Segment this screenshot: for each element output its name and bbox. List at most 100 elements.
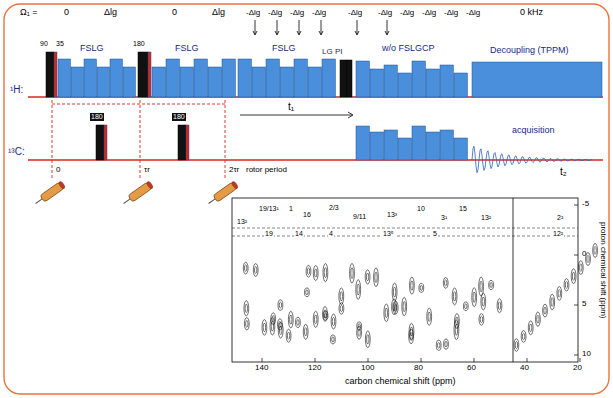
tick-label: 0: [582, 250, 586, 259]
peak-contour: [480, 316, 482, 322]
lg-pi-pulse: [347, 60, 352, 97]
peak-contour: [543, 304, 548, 317]
peak-label: 12²: [552, 230, 564, 238]
pulse-90: [46, 52, 54, 97]
peak-contour: [498, 302, 500, 310]
peak-contour: [324, 310, 326, 318]
peak-label: 19/13¹: [258, 205, 280, 213]
peak-contour: [263, 323, 265, 332]
peak-contour: [392, 283, 397, 301]
y-tick: [574, 305, 578, 306]
timing-label: rotor period: [246, 166, 287, 175]
frequency-label: 0 kHz: [520, 8, 543, 18]
peak-label: 2/3: [328, 204, 340, 212]
fslgcp-block: [398, 73, 411, 97]
peak-contour: [331, 314, 336, 329]
peak-contour: [323, 307, 328, 322]
peak-contour: [287, 332, 289, 339]
peak-label: 13²: [236, 218, 248, 226]
peak-contour: [536, 312, 541, 326]
peak-contour: [340, 292, 342, 301]
tick-label: 140: [255, 364, 268, 373]
peak-contour: [453, 292, 455, 301]
frequency-label: -Δlg: [444, 9, 458, 18]
block-label: FSLG: [272, 44, 296, 54]
fslg-block: [71, 67, 83, 97]
frequency-label: -Δlg: [246, 9, 260, 18]
peak-contour: [278, 319, 283, 330]
x-tick: [580, 358, 581, 362]
tick-label: -5: [582, 200, 589, 209]
peak-contour: [366, 273, 368, 281]
peak-label: 4: [328, 230, 334, 238]
offset-arrow: [277, 20, 278, 34]
axis-title: proton chemical shift (ppm): [598, 222, 607, 318]
peak-contour: [473, 292, 475, 302]
panel-divider: [513, 198, 514, 362]
pulse-angle: 90: [40, 40, 48, 48]
peak-contour: [515, 342, 517, 349]
pulse-angle: 180: [172, 113, 186, 121]
peak-contour: [479, 277, 484, 296]
peak-contour: [350, 263, 355, 283]
rotor-axis: [124, 199, 131, 204]
tick-label: 20: [573, 364, 582, 373]
fslg-block: [294, 59, 307, 97]
y-tick: [574, 255, 578, 256]
peak-label: 5: [432, 230, 438, 238]
peak-contour: [436, 340, 441, 350]
channel-label: ¹³C:: [8, 146, 25, 157]
frequency-label: -Δlg: [422, 9, 436, 18]
peak-contour: [279, 302, 281, 308]
fslg-block: [238, 59, 251, 97]
peak-label: 2²: [556, 214, 564, 222]
t1-arrow: [240, 115, 352, 116]
peak-contour: [315, 269, 317, 277]
axis-title: carbon chemical shift (ppm): [345, 377, 456, 387]
peak-label: 1: [288, 205, 294, 213]
peak-contour: [452, 288, 457, 305]
x-tick: [262, 358, 263, 362]
rotor-axis: [36, 199, 43, 204]
arrow-head: [297, 31, 301, 35]
peak-contour: [296, 317, 301, 327]
peak-contour: [410, 277, 415, 294]
fid-signal: [472, 146, 592, 173]
rotor-icon: [121, 181, 153, 207]
frequency-label: -Δlg: [312, 9, 326, 18]
peak-contour: [365, 331, 370, 348]
tick-label: 80: [414, 364, 423, 373]
peak-label: 13²: [480, 214, 492, 222]
arrow-head: [275, 31, 279, 35]
timing-label: 0: [56, 166, 60, 175]
fslgcp-block: [370, 69, 383, 97]
peak-contour: [303, 324, 308, 339]
peak-contour: [278, 300, 283, 311]
peak-contour: [290, 315, 292, 324]
peak-contour: [530, 324, 532, 332]
c-pulse-180: [178, 125, 186, 160]
peak-contour: [419, 283, 424, 292]
peak-contour: [246, 320, 248, 327]
peak-contour: [315, 315, 317, 324]
peak-contour: [489, 280, 494, 289]
peak-contour: [402, 297, 407, 315]
peak-contour: [454, 320, 459, 340]
fslg-block: [84, 59, 96, 97]
peak-contour: [444, 339, 449, 349]
c-cp-block: [454, 138, 467, 160]
peak-contour: [393, 303, 395, 312]
peak-label: 13³: [386, 211, 398, 219]
peak-contour: [580, 264, 582, 272]
decoupling-block: [472, 62, 602, 97]
offset-arrow: [357, 20, 358, 34]
fslgcp-block: [356, 61, 369, 97]
x-tick: [474, 358, 475, 362]
fslg-block: [152, 67, 165, 97]
peak-contour: [305, 288, 310, 297]
arrow-head: [355, 31, 359, 35]
peak-contour: [578, 261, 583, 275]
block-label: w/o FSLGCP: [382, 44, 435, 54]
c-pulse-marker: [104, 125, 107, 160]
